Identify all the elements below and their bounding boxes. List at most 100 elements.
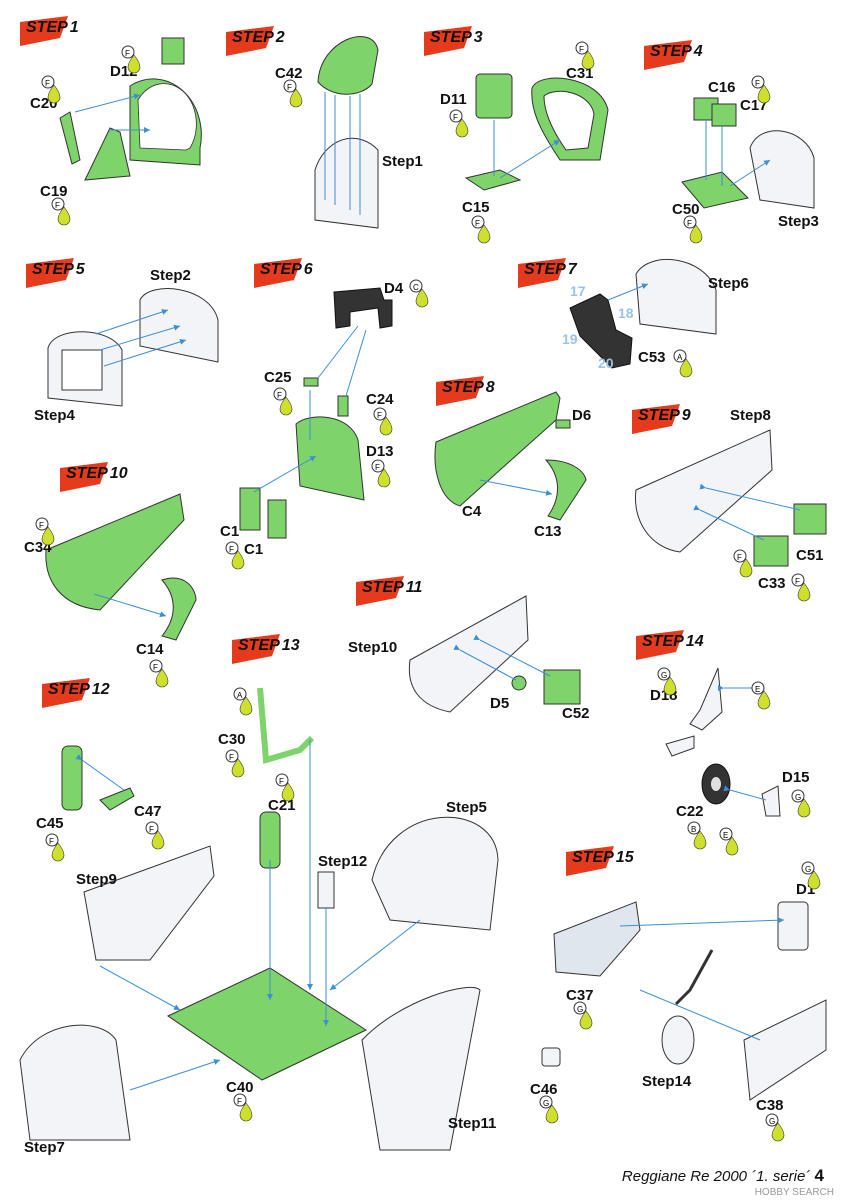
step-1-paint-2: F — [55, 201, 60, 210]
step-13-word: STEP — [238, 637, 280, 654]
step-3-paint-2: F — [475, 219, 480, 228]
step-3-paint-1: F — [579, 45, 584, 54]
step-7-label-0: Step6 — [708, 275, 749, 292]
step-13-label-2: Step12 — [318, 853, 367, 870]
step-10-label-1: C14 — [136, 641, 164, 658]
step-10-word: STEP — [66, 465, 108, 482]
step-14-paint-4: E — [723, 831, 728, 840]
step-9-label-1: C51 — [796, 547, 824, 564]
step-2-label-0: C42 — [275, 65, 303, 82]
page-number: 4 — [814, 1166, 824, 1185]
step-13-label-6: Step11 — [448, 1115, 496, 1132]
step-12-label-0: C45 — [36, 815, 64, 832]
step-1-number: 1 — [70, 19, 79, 36]
step-5-word: STEP — [32, 261, 74, 278]
step-5-label-1: Step4 — [34, 407, 76, 424]
step-7-callout-0: 17 — [570, 283, 586, 299]
step-6-paint-4: F — [229, 545, 234, 554]
step-13-paint-2: F — [279, 777, 284, 786]
step-3-label-2: C15 — [462, 199, 490, 216]
step-12-number: 12 — [92, 681, 110, 698]
step-2-number: 2 — [275, 29, 285, 46]
step-9-paint-0: F — [737, 553, 742, 562]
step-7-number: 7 — [568, 261, 578, 278]
step-15-label-2: C46 — [530, 1081, 558, 1098]
step-13-label-4: Step9 — [76, 871, 117, 888]
step-7-paint-0: A — [677, 353, 683, 362]
step-12-paint-1: F — [149, 825, 154, 834]
step-13-number: 13 — [282, 637, 300, 654]
step-8-word: STEP — [442, 379, 484, 396]
step-6-paint-2: F — [377, 411, 382, 420]
step-3-label-1: C31 — [566, 65, 594, 82]
step-6-label-2: C24 — [366, 391, 394, 408]
step-7-callout-2: 19 — [562, 331, 578, 347]
step-12-label-1: C47 — [134, 803, 162, 820]
step-3-paint-0: F — [453, 113, 458, 122]
step-6-paint-1: F — [277, 391, 282, 400]
step-4-number: 4 — [693, 43, 703, 60]
step-9-word: STEP — [638, 407, 680, 424]
step-13-label-5: C40 — [226, 1079, 254, 1096]
step-14-paint-0: G — [661, 671, 667, 680]
step-1-paint-0: F — [125, 49, 130, 58]
step-6-label-3: D13 — [366, 443, 394, 460]
step-14-label-1: D15 — [782, 769, 810, 786]
step-15-paint-0: G — [805, 865, 811, 874]
step-13-label-0: C30 — [218, 731, 246, 748]
step-6-number: 6 — [304, 261, 313, 278]
step-13-paint-1: F — [229, 753, 234, 762]
step-3-number: 3 — [474, 29, 483, 46]
step-6-word: STEP — [260, 261, 302, 278]
step-7-callout-3: 20 — [598, 355, 614, 371]
step-7-label-1: C53 — [638, 349, 666, 366]
step-7-word: STEP — [524, 261, 566, 278]
step-2-word: STEP — [232, 29, 274, 46]
step-13-label-7: Step7 — [24, 1139, 65, 1156]
step-15-paint-3: G — [769, 1117, 775, 1126]
step-4-label-3: Step3 — [778, 213, 819, 230]
watermark: HOBBY SEARCH — [754, 1187, 834, 1198]
step-12-word: STEP — [48, 681, 90, 698]
step-6-label-5: C1 — [244, 541, 263, 558]
step-6-label-0: D4 — [384, 280, 404, 297]
step-1-paint-1: F — [45, 79, 50, 88]
step-14-word: STEP — [642, 633, 684, 650]
step-4-paint-1: F — [687, 219, 692, 228]
step-8-label-1: C4 — [462, 503, 482, 520]
step-11-number: 11 — [406, 579, 423, 596]
step-14-paint-1: E — [755, 685, 760, 694]
step-15-number: 15 — [616, 849, 635, 866]
step-4-label-2: C50 — [672, 201, 700, 218]
step-4-paint-0: F — [755, 79, 760, 88]
step-6-label-1: C25 — [264, 369, 292, 386]
step-15-word: STEP — [572, 849, 614, 866]
step-13-paint-0: A — [237, 691, 243, 700]
step-13-label-3: Step5 — [446, 799, 487, 816]
step-3-label-0: D11 — [440, 91, 467, 108]
step-14-label-2: C22 — [676, 803, 704, 820]
step-4-label-0: C16 — [708, 79, 736, 96]
